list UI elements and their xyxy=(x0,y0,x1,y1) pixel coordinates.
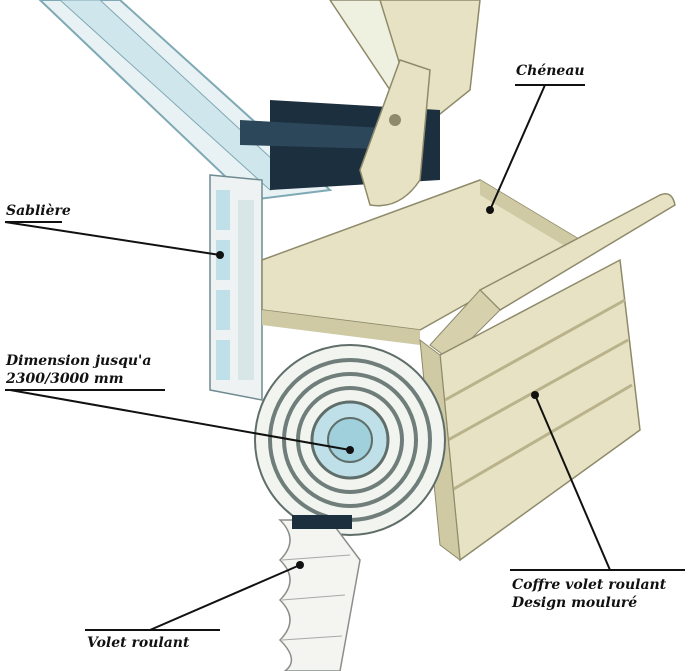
cheneau-panel xyxy=(261,179,582,345)
leader-dots xyxy=(216,206,539,569)
sabliere-label: Sablière xyxy=(6,202,71,220)
leader-lines xyxy=(4,84,611,631)
dimension-line-2: 2300/3000 mm xyxy=(6,371,124,387)
cheneau-label: Chéneau xyxy=(516,62,585,80)
coffre-line-2: Design mouluré xyxy=(512,595,638,611)
coffre-line-1: Coffre volet roulant xyxy=(512,577,667,593)
coffre-label: Coffre volet roulant Design mouluré xyxy=(512,576,666,612)
roof-glazing xyxy=(38,0,481,202)
volet-label: Volet roulant xyxy=(87,634,189,652)
shutter-slats xyxy=(278,515,361,671)
dimension-line-1: Dimension jusqu'a xyxy=(6,353,152,369)
sabliere-text: Sablière xyxy=(6,203,71,219)
dimension-label: Dimension jusqu'a 2300/3000 mm xyxy=(6,352,151,388)
roller-drum xyxy=(254,344,446,536)
volet-text: Volet roulant xyxy=(87,635,190,651)
gutter-lip xyxy=(429,193,676,361)
sabliere-frame xyxy=(209,174,263,401)
cheneau-text: Chéneau xyxy=(516,63,585,79)
label-underlines xyxy=(5,84,685,631)
bracket xyxy=(359,59,431,207)
